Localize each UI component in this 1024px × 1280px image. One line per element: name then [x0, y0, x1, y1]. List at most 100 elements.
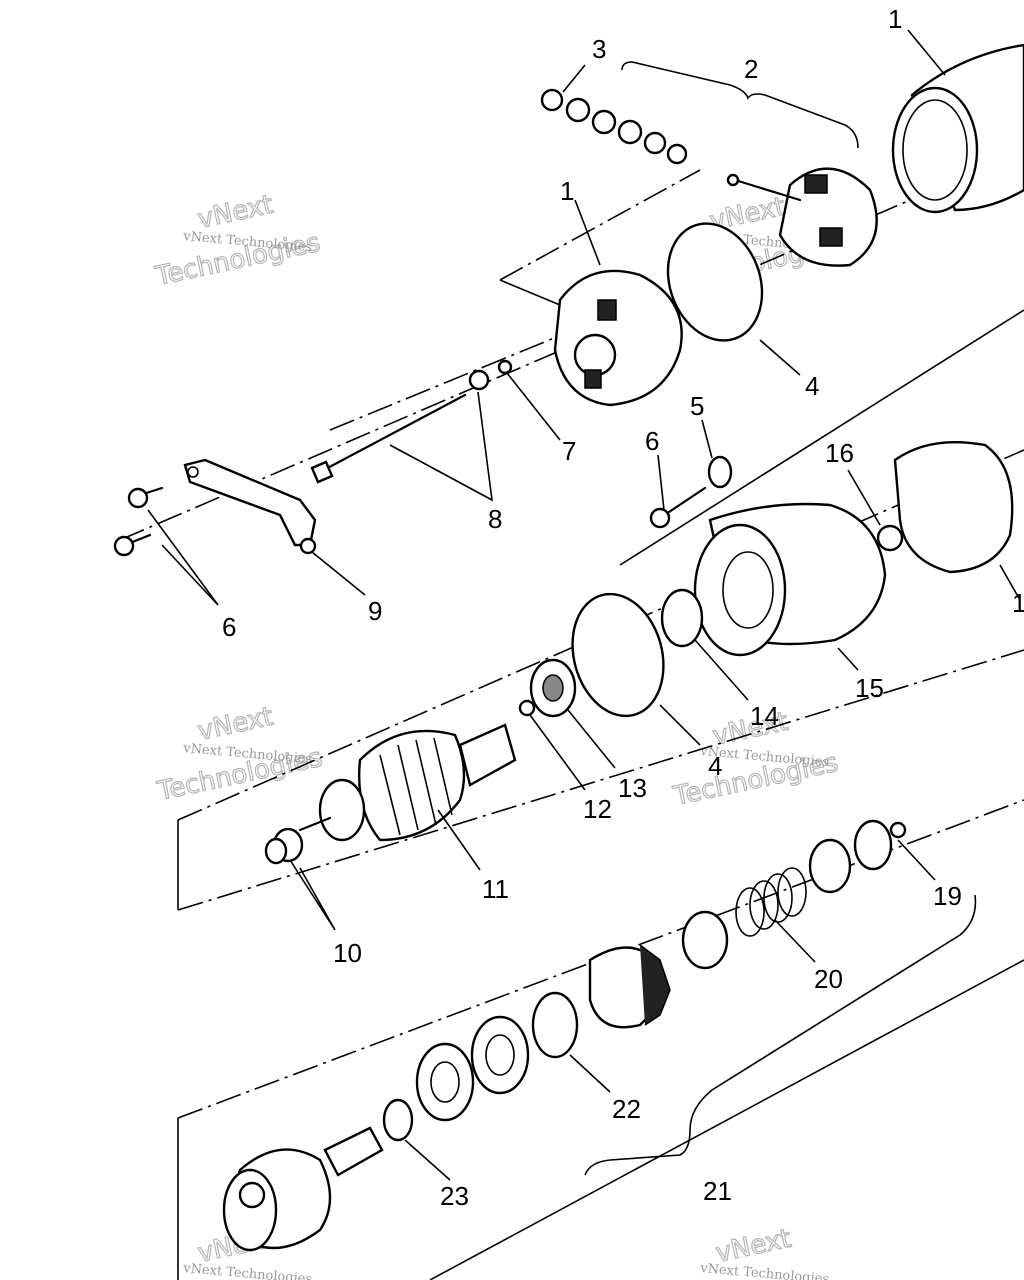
leader-1a — [907, 29, 946, 76]
drive-gear-hub — [238, 1181, 266, 1209]
bearing-inner — [542, 674, 564, 702]
callout-19-snap-ring: 19 — [933, 881, 962, 911]
washer-outer — [415, 1042, 475, 1122]
callout-22-ring: 22 — [612, 1094, 641, 1124]
part-bolts-left — [113, 486, 164, 557]
part-bearing-13 — [529, 658, 577, 718]
washer — [264, 837, 288, 865]
bolt-head — [310, 460, 334, 484]
part-nut-washers — [540, 88, 688, 165]
spring-coil — [777, 867, 807, 917]
part-small-o-ring — [497, 359, 513, 375]
bracket-2 — [621, 61, 859, 149]
watermark-bottom-right: vNext vNext Technologies — [699, 1223, 830, 1280]
part-thrust-washers — [264, 827, 304, 865]
callout-23-snap-ring: 23 — [440, 1181, 469, 1211]
brush-washer — [726, 173, 740, 187]
armature-core — [358, 729, 466, 842]
frame-line-upper-right — [619, 309, 1024, 566]
callout-2-brush-holder: 2 — [744, 54, 758, 84]
bolt-shank — [318, 393, 467, 474]
leader-8 — [389, 391, 493, 502]
brush-2 — [819, 227, 843, 247]
yoke-inner-ring — [902, 99, 968, 201]
leader-15 — [837, 647, 859, 671]
brush-1 — [804, 174, 828, 194]
part-brush-holder — [726, 167, 878, 267]
drive-shaft — [323, 1126, 384, 1177]
leader-23 — [404, 1139, 451, 1181]
bolt-head — [113, 535, 135, 557]
spring-coil — [749, 880, 779, 930]
snap-ring-19 — [889, 821, 907, 839]
part-washer-16 — [876, 524, 904, 552]
split-collar — [470, 1015, 530, 1095]
callout-16-washer: 16 — [825, 438, 854, 468]
cover-terminal-2 — [584, 369, 602, 389]
axis-line-lower — [177, 649, 1024, 911]
bracket-21 — [584, 894, 977, 1176]
watermark-mid-left: vNext Technologies vNext Technologies — [154, 701, 326, 808]
part-o-ring-upper — [666, 222, 764, 342]
collar-outer — [470, 1015, 530, 1095]
leader-16 — [847, 469, 881, 526]
washer — [540, 88, 564, 112]
cover-boss — [573, 333, 617, 377]
watermark-small: vNext Technologies — [182, 1261, 313, 1280]
bearing-ring — [853, 819, 893, 871]
stop-washer — [415, 1042, 475, 1122]
watermark-big-1: vNext — [713, 1224, 794, 1269]
part-armature — [298, 723, 517, 842]
collar — [681, 910, 729, 970]
washer — [666, 143, 688, 165]
callout-1-gasket: 1 — [1012, 588, 1024, 618]
callout-10-washers: 10 — [333, 938, 362, 968]
leader-11 — [437, 809, 481, 871]
spring-20 — [735, 867, 807, 937]
callout-5-washer: 5 — [690, 391, 704, 421]
watermark-big-1: vNext — [195, 190, 276, 235]
bracket-plate — [183, 458, 317, 547]
leader-4a — [759, 339, 801, 376]
callout-8-through-bolt: 8 — [488, 504, 502, 534]
pinion-gear — [639, 944, 671, 1026]
callout-11-armature: 11 — [482, 874, 509, 904]
part-bolt-and-washer — [649, 455, 733, 529]
callout-labels: 1 2 3 1 4 7 8 5 6 16 1 6 9 15 14 4 13 12… — [222, 4, 1024, 1211]
leader-13 — [567, 709, 616, 769]
leader-1c — [999, 564, 1021, 601]
callout-1-rear-cover: 1 — [560, 176, 574, 206]
part-gasket-plate — [893, 440, 1014, 574]
leader-14 — [694, 639, 749, 701]
brush-plate — [778, 167, 878, 267]
snap-ring-23 — [382, 1098, 414, 1142]
part-o-ring-middle — [571, 592, 665, 718]
bushing — [808, 838, 852, 894]
part-clip-12 — [518, 699, 536, 717]
leader-19 — [897, 839, 936, 881]
leader-7 — [506, 372, 561, 441]
washer — [643, 131, 667, 155]
callout-4-o-ring-middle: 4 — [708, 751, 722, 781]
washer-inner — [430, 1061, 460, 1103]
housing-bore — [722, 551, 774, 629]
callout-7-small-o-ring: 7 — [562, 436, 576, 466]
pinion-clutch — [588, 944, 671, 1029]
watermark-big-1: vNext — [195, 702, 276, 747]
armature-shaft-spline — [458, 723, 517, 787]
callout-6-bolts-left: 6 — [222, 612, 236, 642]
yoke-end-ring — [891, 86, 979, 214]
callout-3-nut-washers: 3 — [592, 34, 606, 64]
leader-4b — [659, 704, 701, 746]
leader-20 — [774, 919, 816, 963]
part-yoke-housing — [891, 43, 1024, 214]
callout-14-o-ring: 14 — [750, 701, 779, 731]
frame-line-bottom-right — [429, 959, 1024, 1280]
leader-10 — [289, 859, 336, 931]
ring-22 — [531, 991, 579, 1059]
part-mounting-bracket — [183, 458, 317, 555]
bolt-head — [649, 507, 671, 529]
leader-1b — [574, 199, 601, 266]
collar-inner — [485, 1034, 515, 1076]
bracket-hole — [187, 466, 199, 478]
